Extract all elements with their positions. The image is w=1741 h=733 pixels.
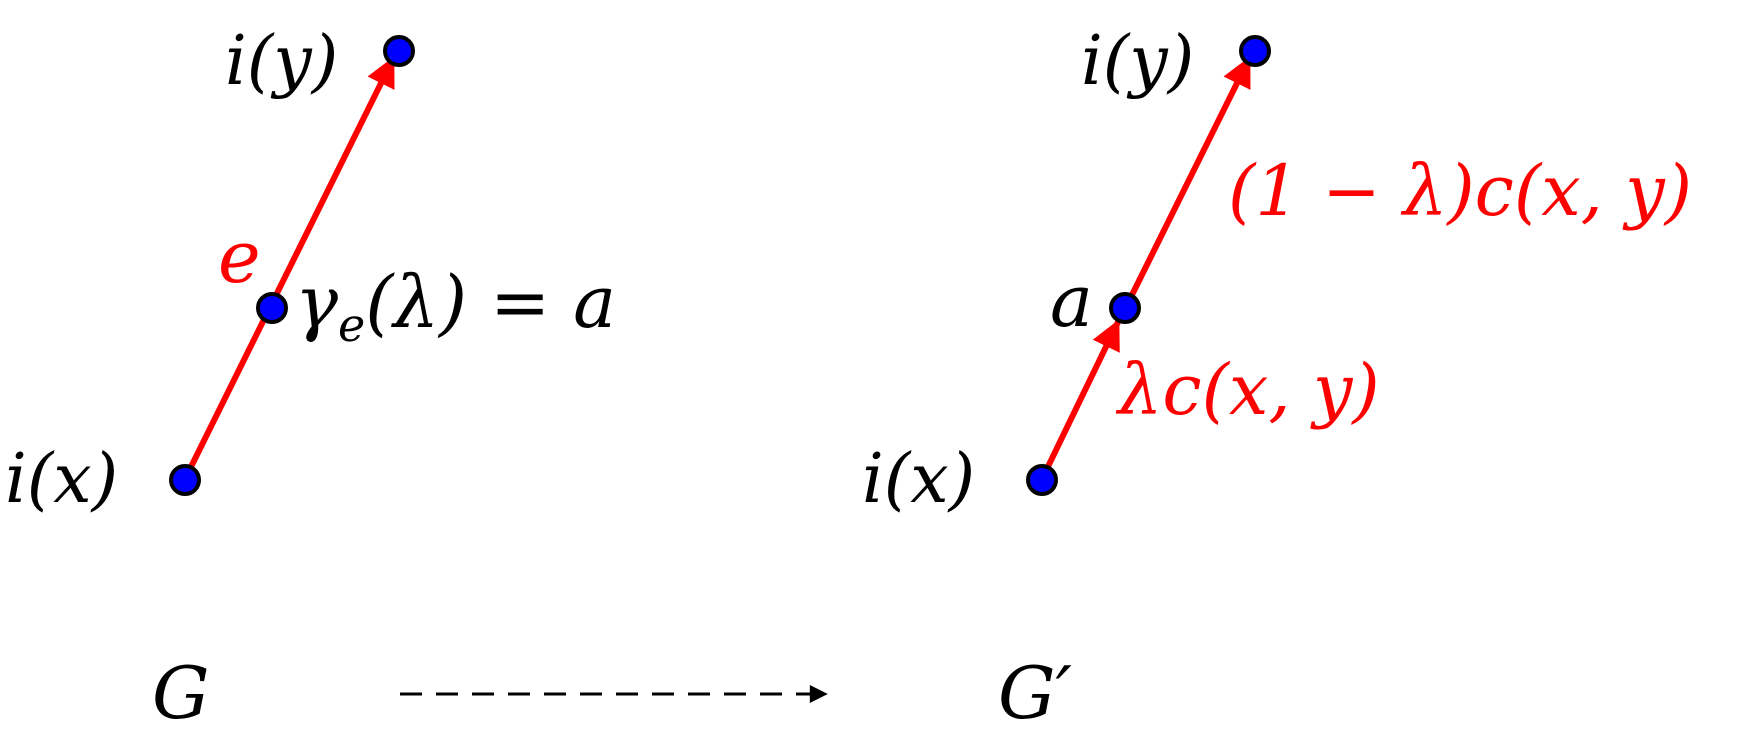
gamma-subscript: e xyxy=(338,298,365,352)
right-mid-node-label-a: a xyxy=(1050,259,1093,343)
left-top-node-label: i(y) xyxy=(225,22,338,101)
left-edge-e xyxy=(182,56,396,481)
right-node-bottom xyxy=(1026,464,1058,496)
left-edge-label-e: e xyxy=(218,215,261,299)
graph-label-g-prime: G′ xyxy=(998,651,1072,733)
gamma-rest: (λ) = a xyxy=(365,260,616,344)
right-node-mid xyxy=(1109,292,1141,324)
left-node-bottom xyxy=(169,464,201,496)
left-bottom-node-label: i(x) xyxy=(5,440,118,519)
gamma-symbol: γ xyxy=(295,260,339,344)
right-node-top xyxy=(1239,35,1271,67)
right-graph: i(y) i(x) a (1 − λ)c(x, y) λc(x, y) G′ xyxy=(862,22,1692,733)
right-top-node-label: i(y) xyxy=(1081,22,1194,101)
right-lower-edge-label: λc(x, y) xyxy=(1115,349,1380,431)
right-upper-edge-label: (1 − λ)c(x, y) xyxy=(1228,150,1692,232)
left-graph: i(y) i(x) e γe(λ) = a G xyxy=(5,22,616,733)
right-edge-upper xyxy=(1123,56,1252,309)
left-node-mid xyxy=(256,292,288,324)
left-node-top xyxy=(383,35,415,67)
graph-label-g: G xyxy=(152,651,210,733)
right-bottom-node-label: i(x) xyxy=(862,440,975,519)
right-edge-lower xyxy=(1039,319,1121,481)
left-mid-node-label: γe(λ) = a xyxy=(295,260,616,352)
